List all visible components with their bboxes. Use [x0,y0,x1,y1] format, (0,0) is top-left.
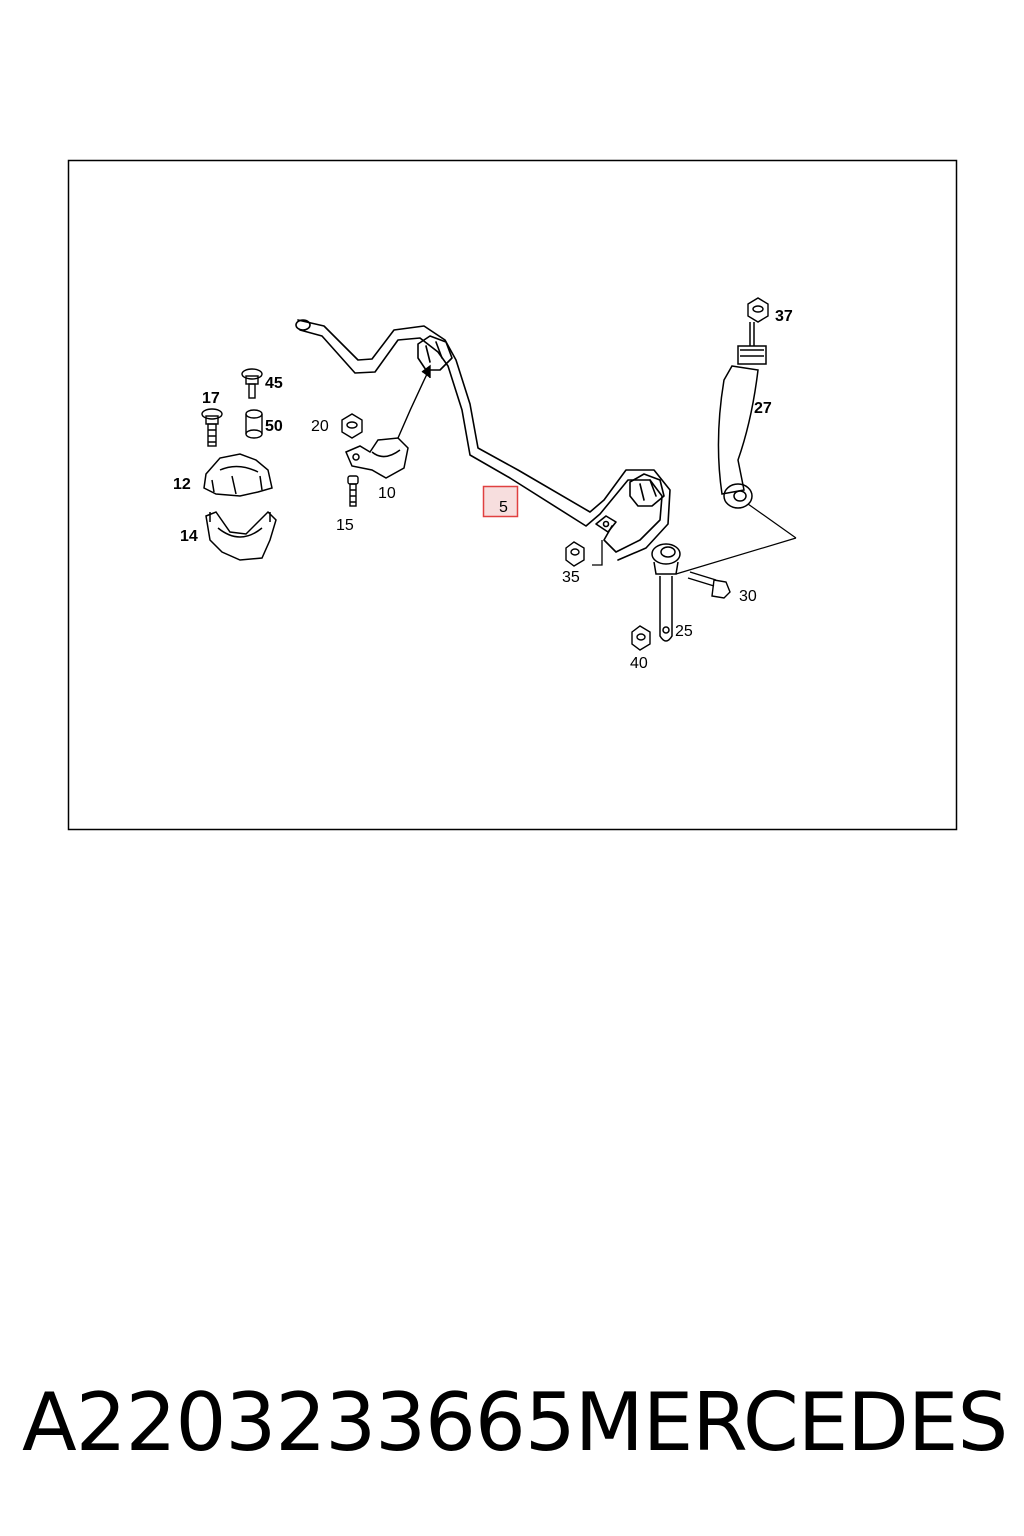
stabilizer-bar-drawing [295,319,671,561]
callout-37: 37 [775,308,793,325]
callout-15: 15 [336,517,354,534]
callout-20: 20 [311,418,329,435]
nut-part-40 [631,625,651,651]
strut-part-27 [717,322,767,509]
callout-25: 25 [675,623,693,640]
mount-part-14 [205,510,277,561]
callout-10: 10 [378,485,396,502]
leader-lines-strut [675,503,797,575]
bolt-part-17 [201,408,223,447]
brand-name: MERCEDES [574,1376,1009,1469]
bolt-part-45 [241,368,263,399]
bracket-part-10 [345,437,409,479]
bolt-part-30 [687,571,731,599]
nut-part-37 [747,297,769,323]
callout-30: 30 [739,588,757,605]
nut-part-20 [341,413,363,439]
link-part-25 [651,543,681,642]
sleeve-part-50 [245,409,263,439]
highlight-box-part-5 [482,485,519,518]
callout-12: 12 [173,476,191,493]
leader-line-35 [592,540,603,566]
bolt-part-15 [347,475,359,507]
nut-part-35 [565,541,585,567]
part-footer: A2203233665 MERCEDES [0,1368,1024,1478]
callout-27: 27 [754,400,772,417]
callout-45: 45 [265,375,283,392]
callout-5: 5 [499,499,508,516]
callout-17: 17 [202,390,220,407]
callout-35: 35 [562,569,580,586]
part-number: A2203233665 [22,1376,576,1469]
callout-40: 40 [630,655,648,672]
callout-14: 14 [180,528,198,545]
assembly-arrow [397,364,431,439]
callout-50: 50 [265,418,283,435]
exploded-parts-diagram: 5 10 12 14 15 17 20 25 27 30 35 37 40 45… [67,159,958,831]
mount-part-12 [203,453,273,497]
